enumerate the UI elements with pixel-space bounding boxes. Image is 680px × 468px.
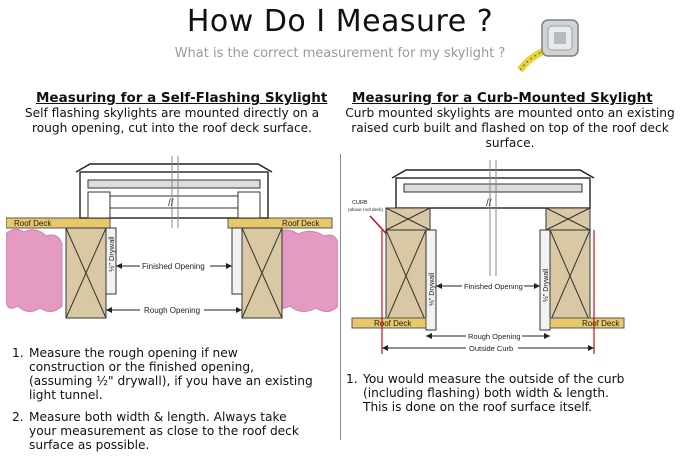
left-heading: Measuring for a Self-Flashing Skylight — [36, 90, 328, 106]
roof-deck-left-label: Roof Deck — [374, 319, 412, 328]
left-steps: 1. Measure the rough opening if new cons… — [12, 346, 338, 456]
roof-deck-right-label: Roof Deck — [582, 319, 620, 328]
drywall-right — [539, 229, 551, 331]
drywall-left — [105, 227, 117, 295]
step-number: 1. — [12, 346, 24, 360]
drywall-right — [231, 227, 243, 295]
curb-mounted-diagram: // CURB (above roof deck) ½" Drywall ½" … — [348, 160, 625, 354]
insulation-left — [6, 228, 63, 312]
right-description: Curb mounted skylights are mounted onto … — [345, 106, 675, 150]
self-flashing-diagram: Roof Deck Roof Deck // ½" Drywall Finish… — [6, 156, 338, 319]
step-line: light tunnel. — [29, 388, 103, 402]
tape-measure-icon — [517, 19, 579, 73]
step-line: (assuming ½" drywall), if you have an ex… — [29, 374, 313, 388]
outside-curb-label: Outside Curb — [469, 344, 513, 353]
drywall-left — [425, 229, 437, 331]
step-line: This is done on the roof surface itself. — [363, 400, 593, 414]
left-description: Self flashing skylights are mounted dire… — [24, 106, 320, 135]
insulation-right — [273, 229, 338, 312]
drywall-left-label: ½" Drywall — [428, 272, 436, 306]
step-line: Measure both width & length. Always take — [29, 410, 287, 424]
step-number: 1. — [346, 372, 358, 386]
step-line: surface as possible. — [29, 438, 150, 452]
step-line: construction or the finished opening, — [29, 360, 254, 374]
curb-sub-label: (above roof deck) — [348, 207, 384, 212]
page-title: How Do I Measure ? — [186, 4, 494, 39]
drywall-label: ½" Drywall — [107, 236, 116, 272]
step-line: Measure the rough opening if new — [29, 346, 238, 360]
right-steps: 1. You would measure the outside of the … — [346, 372, 676, 418]
right-step-1: 1. You would measure the outside of the … — [346, 372, 676, 418]
step-line: your measurement as close to the roof de… — [29, 424, 299, 438]
finished-opening-label: Finished Opening — [464, 282, 523, 291]
drywall-right-label: ½" Drywall — [542, 268, 550, 302]
right-heading: Measuring for a Curb-Mounted Skylight — [352, 90, 653, 106]
rough-opening-label: Rough Opening — [468, 332, 521, 341]
svg-text://: // — [486, 198, 492, 209]
roof-deck-left — [351, 317, 427, 329]
page-subtitle: What is the correct measurement for my s… — [174, 46, 506, 61]
roof-deck-left — [6, 217, 111, 229]
left-step-1: 1. Measure the rough opening if new cons… — [12, 346, 338, 402]
step-number: 2. — [12, 410, 24, 424]
roof-deck-right — [549, 317, 625, 329]
column-divider — [340, 154, 341, 440]
svg-text://: // — [168, 198, 174, 209]
roof-deck-left-label: Roof Deck — [14, 219, 52, 228]
step-line: You would measure the outside of the cur… — [363, 372, 625, 386]
rough-opening-label: Rough Opening — [144, 306, 200, 315]
step-line: (including flashing) both width & length… — [363, 386, 609, 400]
roof-deck-right-label: Roof Deck — [282, 219, 320, 228]
left-step-2: 2. Measure both width & length. Always t… — [12, 410, 338, 454]
finished-opening-label: Finished Opening — [142, 262, 205, 271]
skylight-frame — [395, 177, 591, 209]
curb-label: CURB — [352, 200, 368, 206]
